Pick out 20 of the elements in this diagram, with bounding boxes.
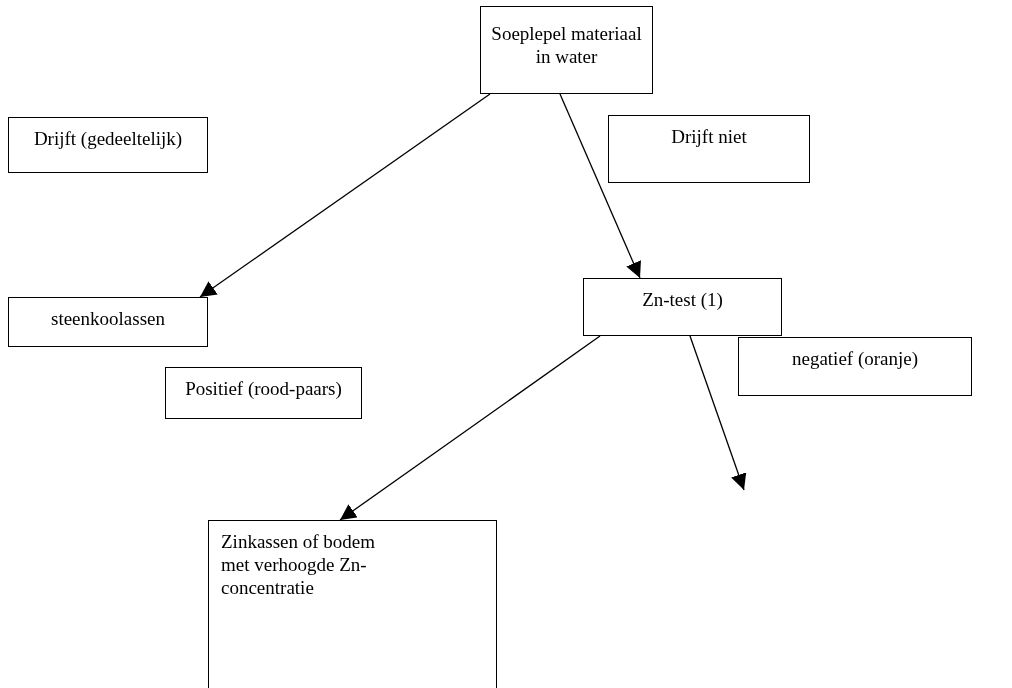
process-box [8, 297, 208, 347]
process-box [165, 367, 362, 419]
process-box [208, 520, 497, 688]
box-text: steenkoolassen [50, 308, 166, 331]
box-text: Positief (rood-paars) [184, 378, 343, 401]
process-box [738, 337, 972, 396]
process-box [8, 117, 208, 173]
box-text: negatief (oranje) [790, 348, 920, 371]
arrow [689, 335, 747, 491]
arrow [559, 93, 641, 279]
box-text: Soeplepel materiaal in water [490, 23, 643, 69]
box-text: Drijft (gedeeltelijk) [32, 128, 184, 151]
box-text: Zinkassen of bodem met verhoogde Zn-concentratie [221, 531, 377, 600]
arrow [339, 335, 601, 521]
box-text: Zn-test (1) [641, 289, 724, 312]
box-text: Drijft niet [670, 126, 748, 149]
process-box [608, 115, 810, 183]
process-box [480, 6, 653, 94]
process-box [583, 278, 782, 336]
arrow [199, 93, 491, 298]
